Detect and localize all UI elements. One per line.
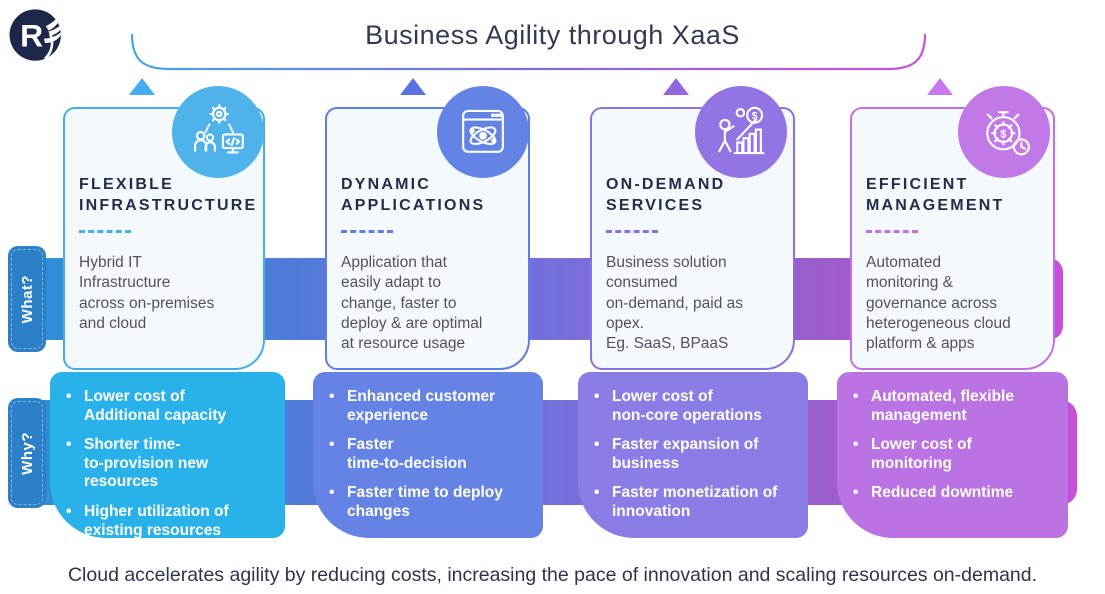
page-title: Business Agility through XaaS — [365, 20, 740, 50]
summary-caption: Cloud accelerates agility by reducing co… — [67, 564, 1038, 586]
title-underline — [866, 229, 918, 233]
people-gear-monitor-icon — [194, 104, 244, 154]
title-underline — [79, 229, 131, 233]
column-title: EFFICIENT MANAGEMENT — [866, 176, 1005, 214]
benefit-item: Lower cost of monitoring — [851, 436, 1060, 473]
browser-atom-icon — [462, 109, 504, 153]
efficient-management-badge: $ — [958, 86, 1050, 178]
why-card-on-demand-services: Lower cost of non-core operations Faster… — [578, 372, 808, 538]
what-description: Hybrid IT Infrastructure across on-premi… — [79, 253, 215, 332]
benefit-item: Automated, flexible management — [851, 388, 1060, 425]
what-row-label: What? — [18, 274, 36, 324]
column-title: ON-DEMAND SERVICES — [606, 176, 726, 214]
column-pointer-triangle — [663, 78, 689, 95]
stopwatch-gear-dollar-clock-icon: $ — [986, 111, 1030, 156]
benefit-item: Reduced downtime — [851, 484, 1060, 503]
title-underline — [341, 229, 393, 233]
why-row-label: Why? — [18, 431, 36, 475]
dynamic-applications-badge — [437, 86, 529, 178]
benefit-item: Shorter time- to-provision new resources — [64, 436, 277, 492]
what-row-tab: What? — [8, 246, 46, 352]
why-card-dynamic-applications: Enhanced customer experience Faster time… — [313, 372, 543, 538]
column-title: DYNAMIC APPLICATIONS — [341, 176, 486, 214]
flexible-infrastructure-badge — [172, 86, 264, 178]
company-logo: R — [9, 9, 67, 61]
svg-text:$: $ — [1000, 129, 1007, 141]
what-description: Automated monitoring & governance across… — [866, 253, 1011, 353]
benefit-item: Faster monetization of innovation — [592, 484, 800, 521]
on-demand-services-badge: $ — [695, 86, 787, 178]
benefit-list: Enhanced customer experience Faster time… — [327, 388, 535, 522]
person-growth-chart-dollar-icon: $ — [718, 106, 765, 155]
benefit-item: Faster time-to-decision — [327, 436, 535, 473]
benefit-list: Automated, flexible management Lower cos… — [851, 388, 1060, 503]
what-description: Application that easily adapt to change,… — [341, 253, 483, 353]
benefit-item: Lower cost of non-core operations — [592, 388, 800, 425]
benefit-item: Faster time to deploy changes — [327, 484, 535, 521]
column-pointer-triangle — [129, 78, 155, 95]
column-pointer-triangle — [400, 78, 426, 95]
benefit-list: Lower cost of Additional capacity Shorte… — [64, 388, 277, 540]
why-row-tab: Why? — [8, 398, 46, 508]
title-underline — [606, 229, 658, 233]
benefit-item: Enhanced customer experience — [327, 388, 535, 425]
what-description: Business solution consumed on-demand, pa… — [606, 253, 744, 353]
benefit-item: Higher utilization of existing resources — [64, 503, 277, 540]
column-pointer-triangle — [927, 78, 953, 95]
benefit-item: Lower cost of Additional capacity — [64, 388, 277, 425]
svg-text:R: R — [20, 18, 43, 54]
benefit-item: Faster expansion of business — [592, 436, 800, 473]
column-title: FLEXIBLE INFRASTRUCTURE — [79, 176, 258, 214]
title-bracket — [130, 33, 927, 71]
why-card-efficient-management: Automated, flexible management Lower cos… — [837, 372, 1068, 538]
benefit-list: Lower cost of non-core operations Faster… — [592, 388, 800, 522]
svg-text:$: $ — [752, 110, 758, 122]
why-card-flexible-infrastructure: Lower cost of Additional capacity Shorte… — [50, 372, 285, 540]
